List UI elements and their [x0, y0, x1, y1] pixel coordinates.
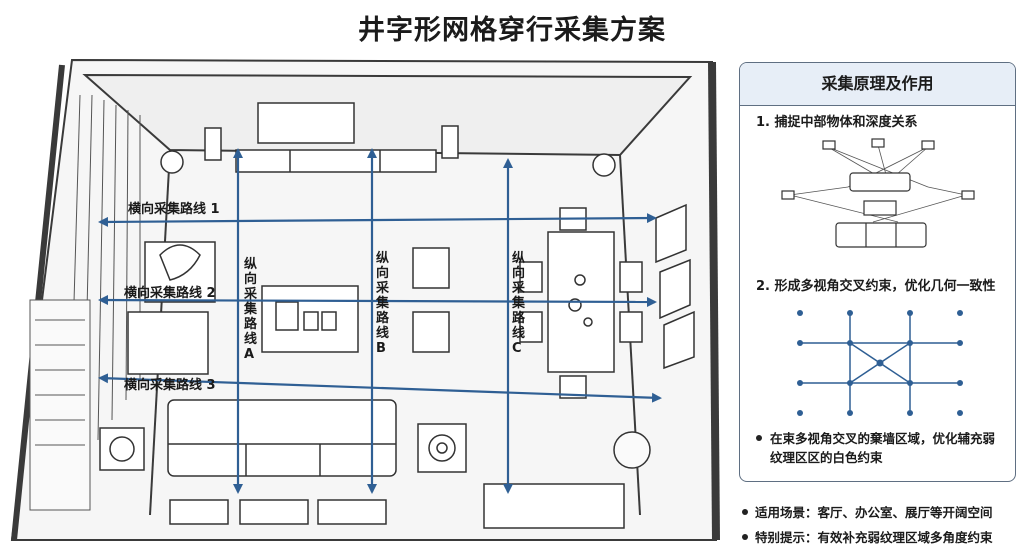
note-bullet [756, 435, 762, 441]
vertical-route-b-char: 路 [376, 310, 390, 326]
panel-point-2: 2. 形成多视角交叉约束，优化几何一致性 [756, 279, 996, 294]
panel-header: 采集原理及作用 [740, 63, 1015, 106]
bottom-bullet-1 [742, 509, 748, 515]
depth-capture-illustration [781, 138, 975, 248]
sofa [99, 399, 651, 477]
vertical-route-a-char: 纵 [244, 256, 257, 272]
horizontal-route-1-label: 横向采集路线 1 [128, 201, 220, 217]
vertical-route-b-char: 向 [376, 265, 389, 281]
window-curtain [29, 94, 141, 511]
coffee-table [261, 285, 359, 353]
vertical-route-a-char: A [244, 347, 254, 362]
vertical-route-b-char: 纵 [376, 250, 389, 266]
vertical-route-a-char: 向 [244, 271, 257, 287]
vertical-route-c-char: 线 [512, 325, 525, 341]
horizontal-route-2-line [98, 295, 657, 307]
horizontal-route-1-line [98, 213, 657, 227]
vertical-route-c-char: 路 [512, 310, 526, 326]
vertical-route-a-char: 集 [243, 301, 258, 317]
vertical-route-a-char: 路 [244, 316, 258, 332]
vertical-route-b-char: B [376, 341, 386, 356]
panel-point-1: 1. 捕捉中部物体和深度关系 [756, 115, 918, 130]
multiview-constraint-graph [797, 310, 963, 416]
horizontal-route-3-label: 横向采集路线 3 [124, 377, 216, 393]
vertical-route-a-char: 采 [243, 286, 258, 302]
page-title: 井字形网格穿行采集方案 [358, 15, 666, 46]
lounge-chairs [127, 241, 216, 375]
vertical-route-c-char: 向 [512, 265, 525, 281]
bottom-note-scenario: 适用场景：客厅、办公室、展厅等开阔空间 [755, 505, 993, 520]
vertical-route-c-char: 集 [511, 295, 526, 311]
vertical-route-b-char: 线 [376, 325, 389, 341]
accent-chairs [412, 247, 450, 353]
bottom-bullet-2 [742, 534, 748, 540]
tv-cabinet [160, 102, 616, 177]
vertical-route-c-char: C [512, 341, 522, 356]
vertical-route-c-char: 纵 [512, 250, 525, 266]
vertical-route-a-char: 线 [244, 331, 257, 347]
horizontal-route-3-line [98, 373, 662, 403]
principle-panel: 采集原理及作用 1. 捕捉中部物体和深度关系 2. 形成多视角交叉约束，优化几何… [739, 62, 1016, 482]
vertical-route-b-char: 采 [375, 280, 390, 296]
horizontal-route-2-label: 横向采集路线 2 [124, 285, 216, 301]
vertical-route-b-char: 集 [375, 295, 390, 311]
panel-note: 在束多视角交叉的棄墙区域，优化辅充弱纹理区区的白色约束 [770, 431, 996, 465]
wall-frames [655, 203, 695, 370]
vertical-route-c-char: 采 [511, 280, 526, 296]
bottom-note-tip: 特别提示：有效补充弱纹理区域多角度约束 [755, 530, 993, 545]
